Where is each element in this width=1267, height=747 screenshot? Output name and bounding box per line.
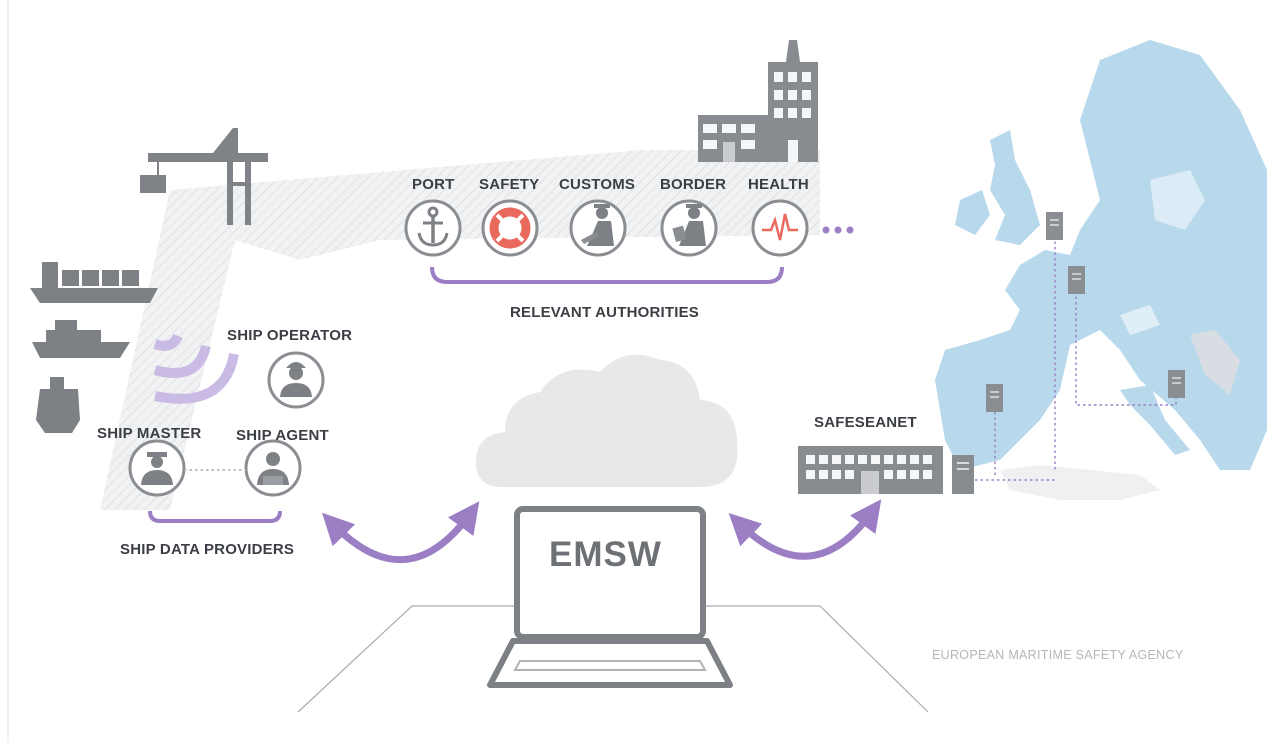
server-icon xyxy=(1068,266,1085,294)
port-area xyxy=(100,150,820,510)
ship-operator-label: SHIP OPERATOR xyxy=(227,327,353,344)
authority-icons xyxy=(404,199,854,257)
authority-label-border: BORDER xyxy=(660,176,727,193)
safeseanet-label: SAFESEANET xyxy=(814,414,917,431)
table-edge xyxy=(297,605,530,713)
ship-agent-icon xyxy=(244,439,302,497)
ship-data-providers-label: SHIP DATA PROVIDERS xyxy=(120,541,295,558)
table-edge xyxy=(702,605,929,713)
emsw-label: EMSW xyxy=(549,535,662,574)
ferry-ship-icon xyxy=(32,320,130,358)
safeseanet-building-icon xyxy=(798,446,974,494)
ship-master-icon xyxy=(128,439,186,497)
europe-map xyxy=(935,40,1267,500)
ship-operator-icon xyxy=(267,351,325,409)
authorities-bracket xyxy=(430,266,784,284)
border-guard-icon xyxy=(660,199,718,257)
authority-label-customs: CUSTOMS xyxy=(559,176,636,193)
authority-label-safety: SAFETY xyxy=(479,176,540,193)
server-icon xyxy=(986,384,1003,412)
ship-agent-label: SHIP AGENT xyxy=(236,427,329,444)
laptop-icon xyxy=(487,506,733,688)
customs-officer-icon xyxy=(569,199,627,257)
providers-bracket xyxy=(148,510,282,523)
lifebuoy-icon xyxy=(481,199,539,257)
map-network xyxy=(975,212,1185,481)
authority-label-health: HEALTH xyxy=(748,176,809,193)
anchor-icon xyxy=(404,199,462,257)
container-ship-icon xyxy=(30,262,158,303)
exchange-arrow-left xyxy=(322,501,480,563)
authority-label-port: PORT xyxy=(412,176,455,193)
relevant-authorities-label: RELEVANT AUTHORITIES xyxy=(510,304,700,321)
agency-credit: EUROPEAN MARITIME SAFETY AGENCY xyxy=(932,648,1184,662)
signal-waves-icon xyxy=(153,333,239,404)
server-icon xyxy=(1168,370,1185,398)
server-icon xyxy=(1046,212,1063,240)
ship-bow-icon xyxy=(36,377,80,433)
cloud-icon xyxy=(476,354,738,487)
more-dots-icon xyxy=(822,226,854,234)
authority-buildings-icon xyxy=(698,40,818,162)
heartbeat-icon xyxy=(751,199,809,257)
ship-master-label: SHIP MASTER xyxy=(97,425,202,442)
exchange-arrow-right xyxy=(728,499,882,560)
crane-icon xyxy=(140,128,268,225)
